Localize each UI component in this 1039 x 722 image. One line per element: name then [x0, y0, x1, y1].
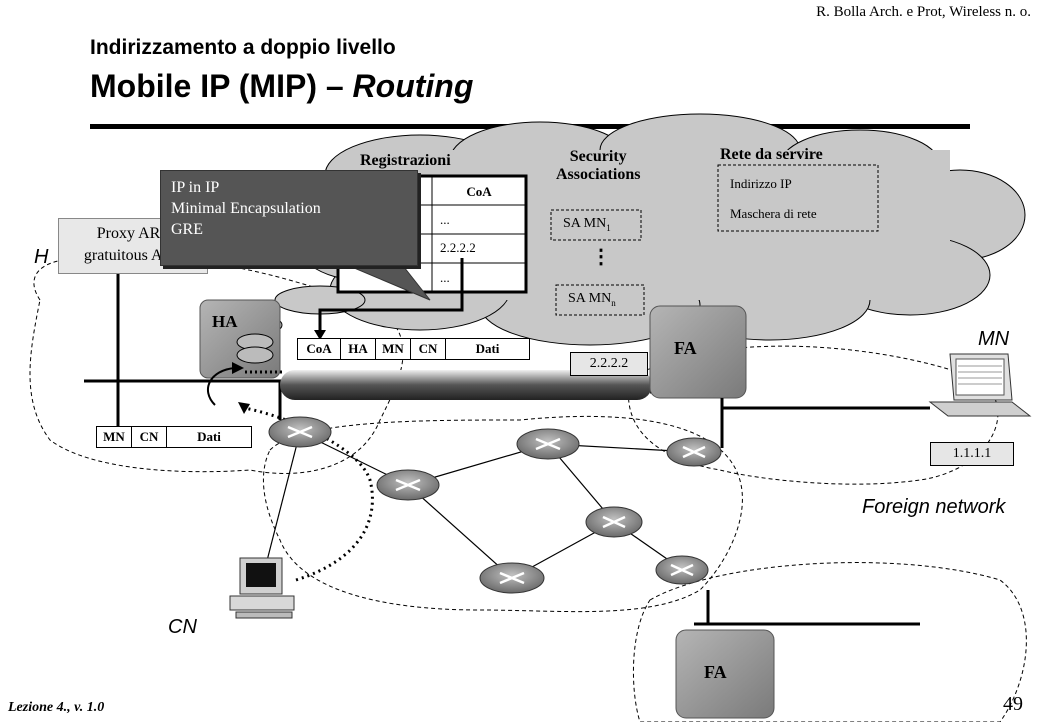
rete-title: Rete da servire: [720, 146, 823, 163]
ha-node: [199, 299, 281, 379]
coa-arrow-head: [314, 330, 326, 340]
rete-box: [717, 164, 879, 232]
proxy-arp-box: Proxy ARP gratuitous ARP: [58, 218, 208, 274]
router-5: [585, 506, 643, 538]
fa-top-node: [649, 305, 747, 399]
sa-first-text: SA MN: [563, 216, 607, 231]
sa-first-sub: 1: [606, 222, 611, 233]
sa-last-sub: n: [611, 297, 616, 308]
registrazioni-row-1: ...: [440, 212, 450, 227]
router-3: [516, 428, 580, 460]
callout-line-1: IP in IP: [171, 179, 220, 196]
cn-computer: [229, 557, 295, 619]
ha-label: HA: [212, 312, 238, 331]
fa-bottom-node: [675, 629, 775, 719]
bottom-network-outline: [632, 562, 1027, 722]
orig-dati: Dati: [197, 429, 221, 444]
registrazioni-coa-header: CoA: [466, 184, 492, 199]
registrazioni-row-3: ...: [440, 270, 450, 285]
security-title-line1: Security: [569, 148, 627, 165]
callout-line-3: GRE: [171, 221, 203, 238]
decap-arrow-head: [232, 362, 244, 374]
registrazioni-row-2: 2.2.2.2: [440, 240, 476, 255]
fa-coa-address: 2.2.2.2: [570, 352, 648, 376]
pkt-mn: MN: [376, 339, 411, 359]
mn-laptop: [928, 353, 1032, 417]
proxy-line1: Proxy ARP: [96, 225, 170, 242]
callout-line-2: Minimal Encapsulation: [171, 200, 321, 217]
mn-label: MN: [978, 328, 1010, 350]
internet-outline: [262, 415, 743, 613]
ip-tunnel: [280, 370, 652, 400]
pkt-cn: CN: [411, 339, 446, 359]
router-1: [268, 416, 332, 448]
original-packet: MN CN Dati: [96, 426, 252, 448]
pkt-dati: Dati: [475, 341, 500, 356]
rete-item-ip: Indirizzo IP: [730, 176, 792, 191]
router-4: [666, 437, 722, 467]
mn-address: 1.1.1.1: [930, 442, 1014, 466]
sa-first-label: SA MN1: [563, 216, 611, 233]
sa-last-label: SA MNn: [568, 291, 616, 308]
rete-item-mask: Maschera di rete: [730, 206, 817, 221]
pkt-ha: HA: [341, 339, 376, 359]
title-italic: Routing: [352, 68, 474, 104]
decap-arrow: [206, 367, 236, 406]
sa-last-text: SA MN: [568, 291, 612, 306]
home-network-label: H: [34, 246, 49, 268]
home-network-outline: [29, 258, 404, 474]
coa-arrow: [318, 258, 464, 332]
cn-label: CN: [168, 616, 197, 638]
sa-box-first: [550, 209, 642, 241]
orig-mn: MN: [97, 427, 132, 447]
slide-subtitle: Indirizzamento a doppio livello: [90, 36, 396, 59]
page-number: 49: [1003, 693, 1023, 715]
slide-title: Mobile IP (MIP) – Routing: [90, 68, 473, 105]
title-main: Mobile IP (MIP) –: [90, 68, 353, 104]
router-6: [479, 562, 545, 594]
fa-bottom-label: FA: [704, 662, 727, 682]
registrazioni-title: Registrazioni: [360, 152, 451, 169]
encapsulation-callout: IP in IP Minimal Encapsulation GRE: [160, 170, 418, 266]
pkt-coa: CoA: [298, 339, 341, 359]
encapsulated-packet: CoA HA MN CN Dati: [297, 338, 530, 360]
cn-route-head: [238, 402, 250, 414]
fa-top-label: FA: [674, 338, 697, 358]
sa-dots: ⋮: [591, 246, 611, 268]
proxy-line2: gratuitous ARP: [83, 247, 183, 264]
security-title-line2: Associations: [556, 166, 641, 183]
router-2: [376, 469, 440, 501]
foreign-network-label: Foreign network: [862, 496, 1006, 518]
lesson-footer: Lezione 4., v. 1.0: [8, 700, 105, 715]
orig-cn: CN: [132, 427, 167, 447]
slide-header: R. Bolla Arch. e Prot, Wireless n. o.: [816, 4, 1031, 20]
sa-box-last: [555, 284, 645, 316]
router-7: [655, 555, 709, 585]
